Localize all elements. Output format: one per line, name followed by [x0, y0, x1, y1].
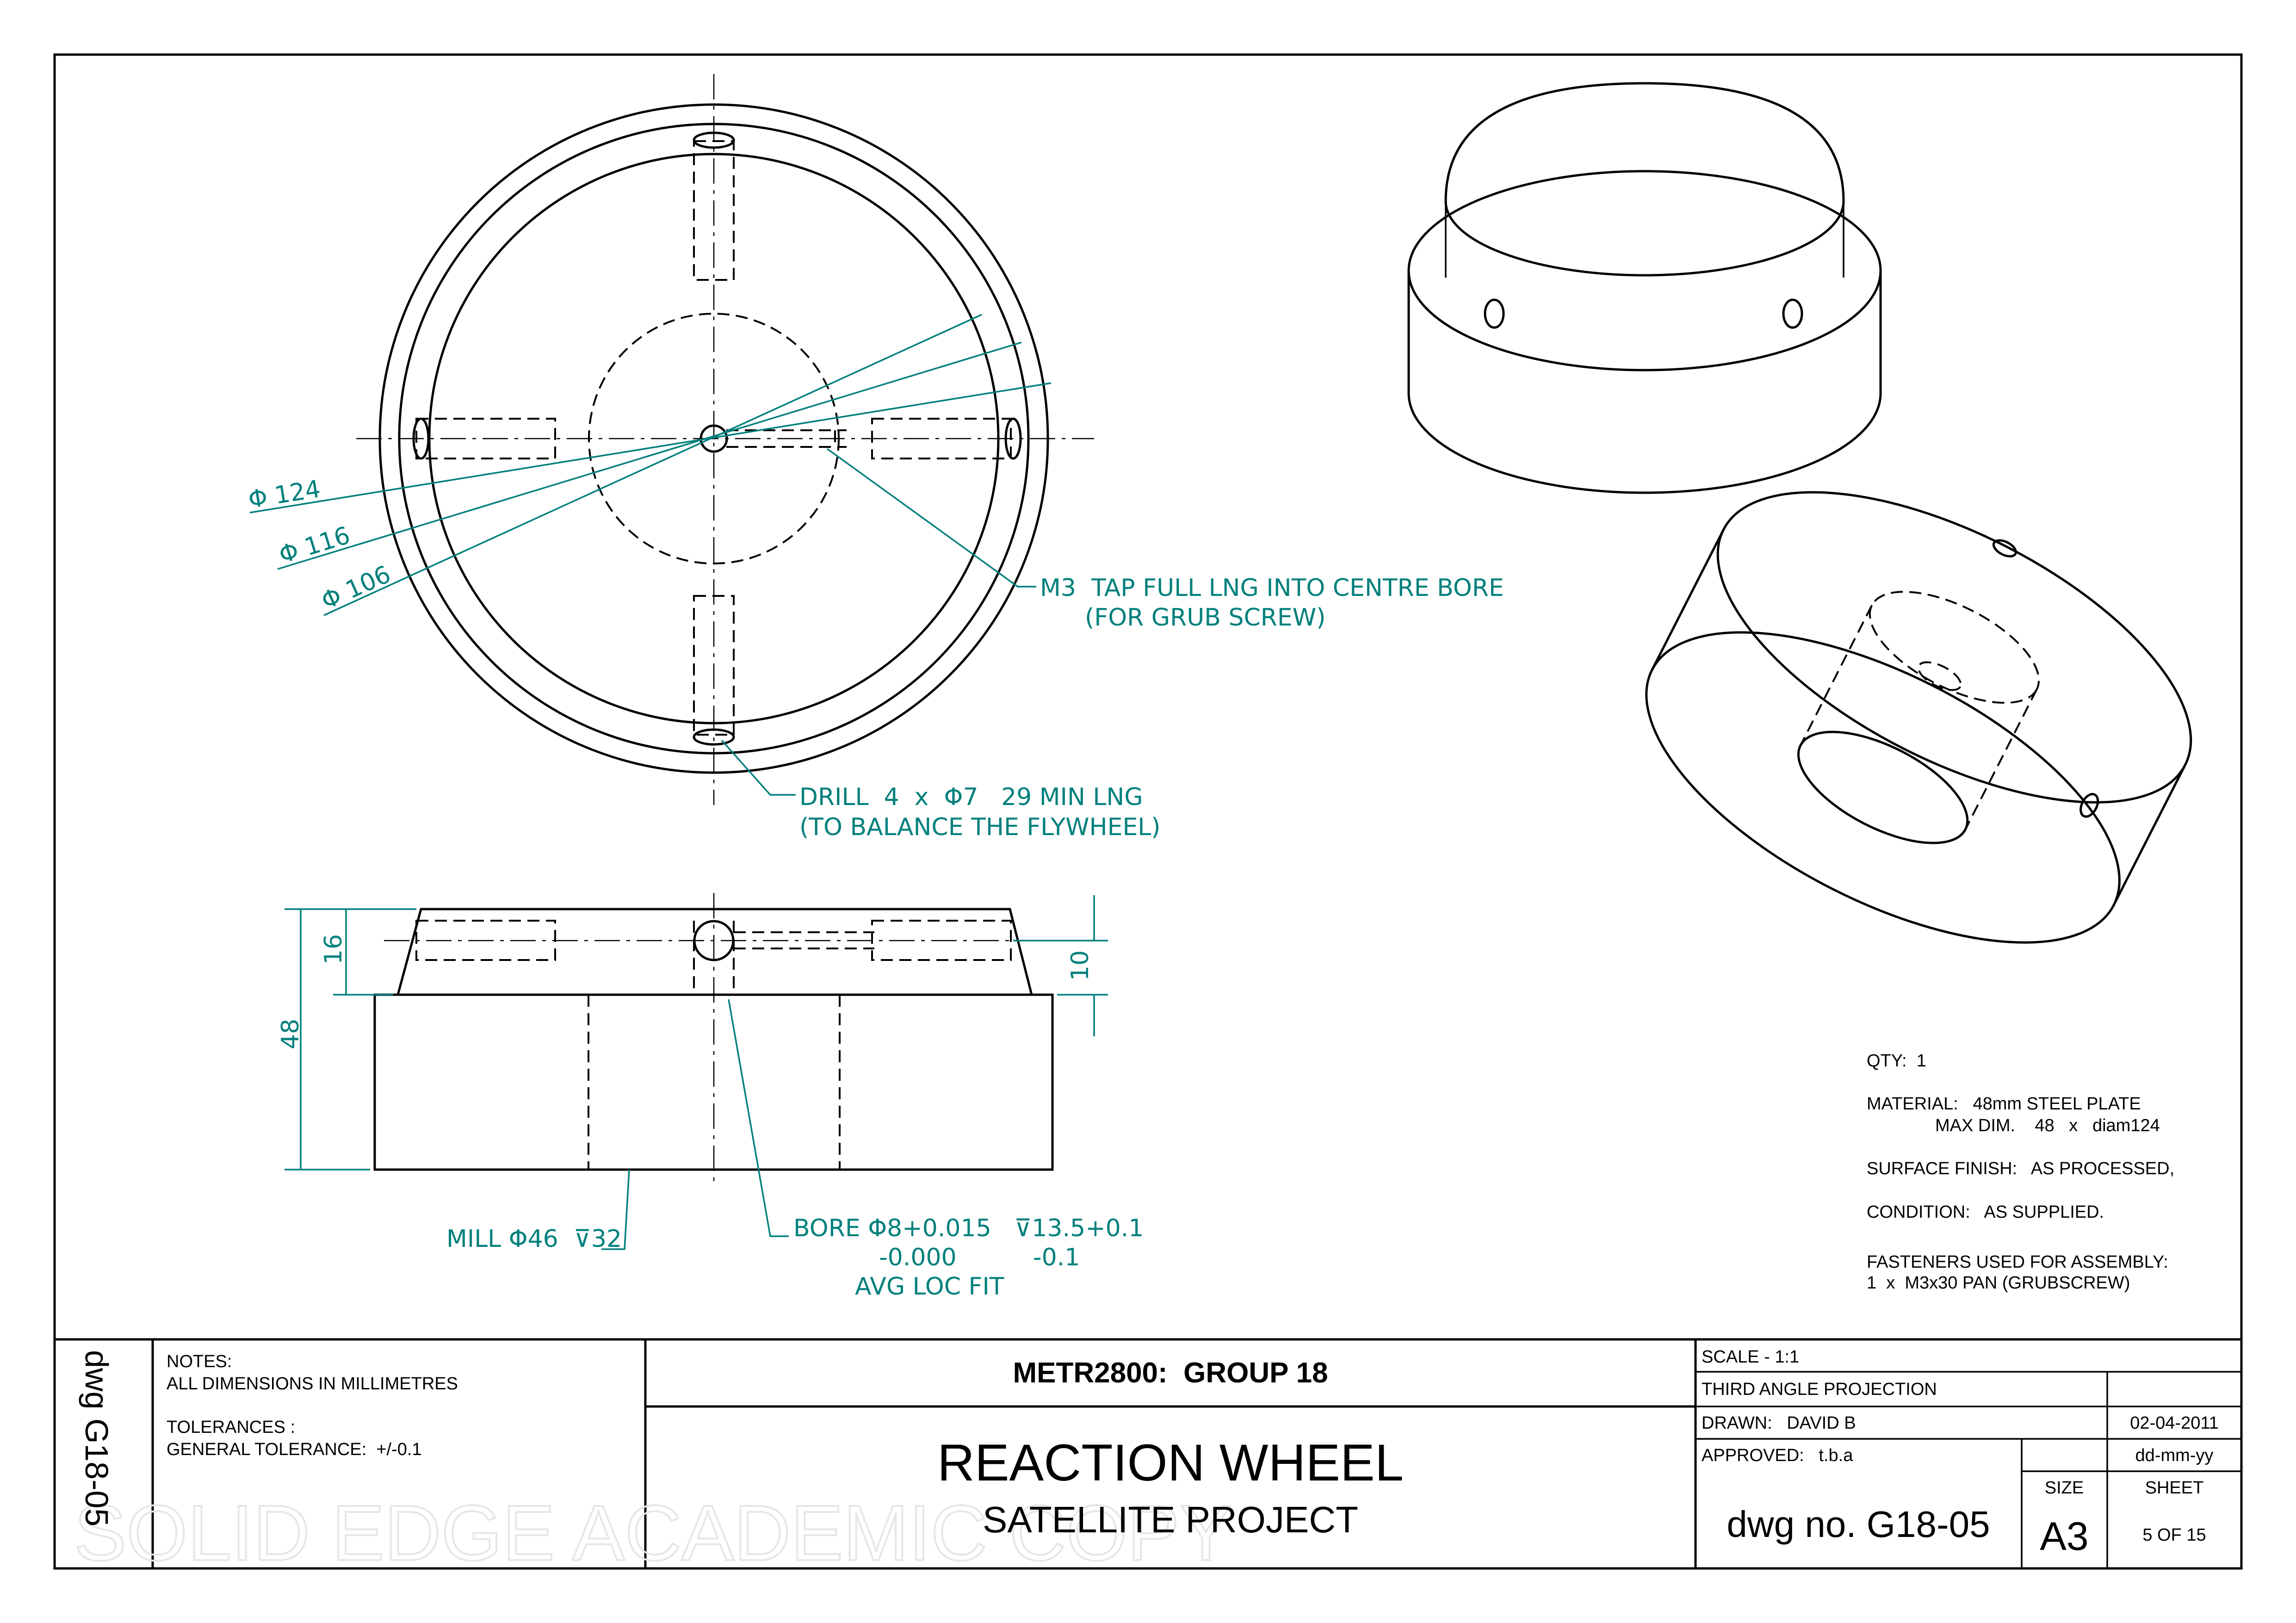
tap-note-2: (FOR GRUB SCREW) — [1085, 604, 1325, 632]
drawn-date: 02-04-2011 — [2130, 1413, 2219, 1433]
surface-finish: SURFACE FINISH: AS PROCESSED, — [1867, 1159, 2174, 1178]
iso-view-top — [1407, 82, 1882, 494]
fasteners-2: 1 x M3x30 PAN (GRUBSCREW) — [1867, 1273, 2130, 1293]
sheet-value: 5 OF 15 — [2142, 1525, 2206, 1545]
dim-h10: 10 — [1066, 950, 1094, 981]
material-1: MATERIAL: 48mm STEEL PLATE — [1867, 1094, 2141, 1114]
drill-note-1: DRILL 4 x Φ7 29 MIN LNG — [799, 783, 1143, 811]
watermark: SOLID EDGE ACADEMIC COPY — [74, 1489, 1232, 1577]
projection: THIRD ANGLE PROJECTION — [1702, 1380, 1937, 1399]
drawing-subtitle: SATELLITE PROJECT — [983, 1499, 1358, 1540]
drill-note-2: (TO BALANCE THE FLYWHEEL) — [799, 813, 1161, 841]
bore-note-2: -0.000 -0.1 — [879, 1244, 1080, 1271]
size-value: A3 — [2040, 1514, 2088, 1559]
front-view — [373, 893, 1106, 1184]
tolerances-line: GENERAL TOLERANCE: +/-0.1 — [167, 1440, 422, 1459]
qty: QTY: 1 — [1867, 1051, 1926, 1071]
iso-view-bottom — [1645, 491, 2192, 944]
side-dwg-label: dwg G18-05 — [79, 1350, 115, 1526]
notes-heading: NOTES: — [167, 1352, 232, 1371]
course-group: METR2800: GROUP 18 — [1013, 1357, 1328, 1389]
spec-notes: QTY: 1 MATERIAL: 48mm STEEL PLATE MAX DI… — [1867, 1051, 2174, 1293]
mill-note: MILL Φ46 ⊽32 — [446, 1225, 622, 1253]
drawn-by: DRAWN: DAVID B — [1702, 1413, 1856, 1433]
title-block: SOLID EDGE ACADEMIC COPY dwg G18-05 NOTE… — [73, 1339, 2241, 1578]
sheet-border — [53, 53, 2243, 1570]
scale: SCALE - 1:1 — [1702, 1347, 1799, 1367]
front-view-dimensions: 48 16 10 MILL Φ46 ⊽32 BORE Φ8+0.015 ⊽13.… — [277, 895, 1144, 1301]
dim-d124: Φ 124 — [247, 475, 322, 514]
condition: CONDITION: AS SUPPLIED. — [1867, 1202, 2104, 1222]
approved-date: dd-mm-yy — [2135, 1446, 2214, 1465]
tolerances-heading: TOLERANCES : — [167, 1418, 295, 1437]
fasteners-1: FASTENERS USED FOR ASSEMBLY: — [1867, 1252, 2168, 1272]
approved-by: APPROVED: t.b.a — [1702, 1446, 1853, 1465]
dim-d116: Φ 116 — [276, 521, 353, 569]
drawing-number: dwg no. G18-05 — [1727, 1504, 1990, 1545]
dim-h16: 16 — [320, 934, 347, 965]
tap-note-1: M3 TAP FULL LNG INTO CENTRE BORE — [1040, 574, 1504, 602]
dim-h48: 48 — [277, 1019, 304, 1049]
diameter-dimensions: Φ 124 Φ 116 Φ 106 M3 TAP FULL LNG INTO C… — [247, 314, 1504, 841]
bore-note-1: BORE Φ8+0.015 ⊽13.5+0.1 — [793, 1214, 1144, 1242]
material-2: MAX DIM. 48 x diam124 — [1935, 1116, 2160, 1135]
top-view — [356, 74, 1094, 805]
drawing-title: REACTION WHEEL — [937, 1434, 1404, 1492]
size-label: SIZE — [2045, 1478, 2084, 1498]
sheet-label: SHEET — [2145, 1478, 2204, 1498]
notes-line: ALL DIMENSIONS IN MILLIMETRES — [167, 1374, 458, 1394]
bore-note-3: AVG LOC FIT — [855, 1273, 1004, 1301]
dim-d106: Φ 106 — [317, 560, 395, 615]
